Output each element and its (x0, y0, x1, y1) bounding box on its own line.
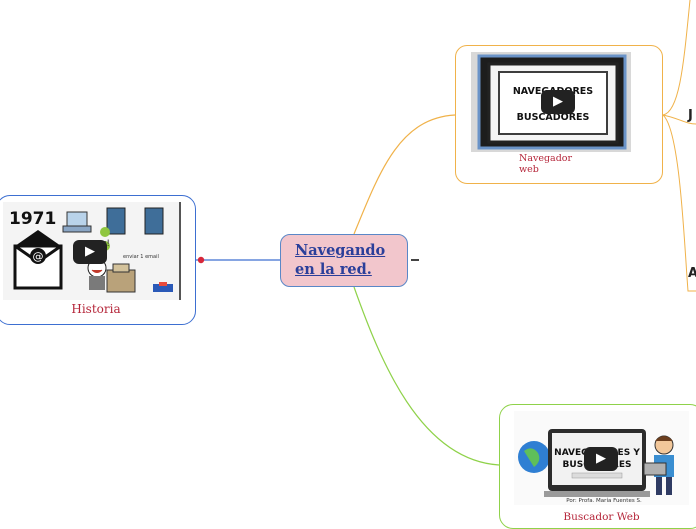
buscador-video-thumbnail[interactable]: NAVEGADORES Y BUSCADORES Por: Profa. Mar… (514, 411, 689, 505)
computer-terminal-icon (62, 211, 92, 233)
navegador-caption: Navegador web (519, 153, 573, 175)
svg-text:@: @ (33, 250, 44, 263)
svg-text:enviar 1 email: enviar 1 email (123, 254, 159, 260)
navegador-branch-up (662, 0, 691, 116)
cartoon-student-icon (643, 435, 674, 495)
svg-text:BUSCADORES: BUSCADORES (517, 112, 590, 123)
navegador-video-thumbnail[interactable]: NAVEGADORES BUSCADORES ▶ (471, 52, 649, 152)
historia-year: 1971 (9, 209, 56, 229)
historia-video-thumbnail[interactable]: 1971 @ uu! (3, 202, 181, 300)
navegador-branch-down (662, 114, 696, 292)
offscreen-node-glyph-top: J (688, 108, 693, 123)
historia-collapse-dot[interactable] (197, 256, 205, 264)
play-icon[interactable]: ▶ (73, 240, 107, 264)
server-tower-icon (106, 207, 164, 235)
globe-icon (518, 441, 550, 473)
search-bar-icon (571, 472, 623, 479)
central-collapse-toggle[interactable] (411, 259, 419, 261)
buscador-topic-node[interactable]: NAVEGADORES Y BUSCADORES Por: Profa. Mar… (499, 404, 696, 529)
navegador-topic-node[interactable]: NAVEGADORES BUSCADORES ▶ Navegador web (455, 45, 663, 184)
brand-logo-icon (153, 282, 173, 292)
play-icon[interactable]: ▶ (541, 90, 575, 114)
central-topic-title: Navegando en la red. (295, 242, 386, 278)
play-icon[interactable]: ▶ (584, 447, 618, 471)
historia-topic-node[interactable]: 1971 @ uu! (0, 195, 196, 325)
navegador-branch-mid (662, 114, 696, 125)
historia-caption: Historia (71, 302, 121, 316)
old-computer-icon (106, 263, 136, 293)
central-topic-node[interactable]: Navegando en la red. (280, 234, 408, 287)
historia-thumbnail-illustration: 1971 @ uu! (9, 207, 173, 293)
link-to-buscador (353, 286, 500, 466)
link-to-navegador (353, 114, 456, 235)
envelope-at-icon: @ (13, 230, 63, 290)
offscreen-node-glyph-bottom: A (688, 266, 696, 281)
buscador-caption: Buscador Web (563, 511, 640, 523)
svg-text:Por: Profa. María Fuentes S.: Por: Profa. María Fuentes S. (566, 497, 642, 504)
